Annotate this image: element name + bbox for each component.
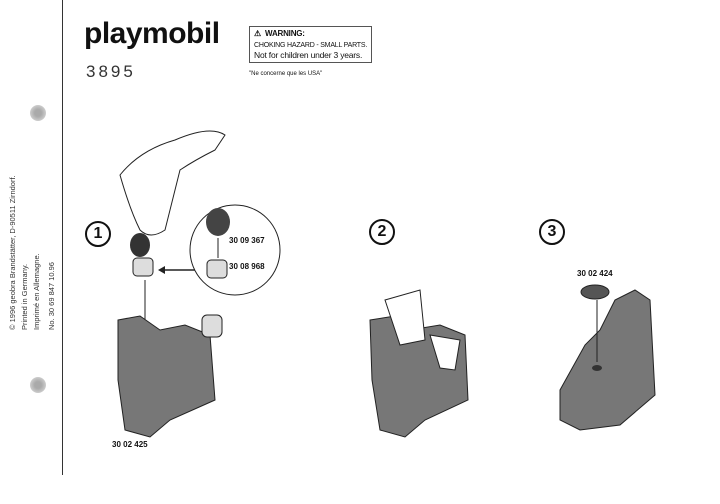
cap-part-detail: [206, 208, 230, 236]
mount-part-detail: [206, 259, 228, 279]
margin-line: [62, 0, 63, 475]
rock-piece-1: [117, 315, 216, 438]
part-number: 30 08 968: [229, 262, 265, 271]
set-number: 3895: [86, 62, 136, 81]
socket-hole: [592, 365, 602, 371]
cap-part: [130, 233, 150, 257]
playmobil-logo: playmobil: [84, 17, 220, 50]
cap-part-step3: [580, 284, 610, 300]
step-2-number: 2: [369, 219, 395, 245]
warning-box: ⚠ WARNING: CHOKING HAZARD - SMALL PARTS.…: [249, 26, 373, 63]
rock-assembled: [559, 289, 656, 431]
warning-line1: CHOKING HAZARD - SMALL PARTS.: [254, 42, 368, 49]
punch-hole: [30, 105, 46, 121]
rotation-arrows: [384, 289, 461, 371]
mount-part-loose: [201, 314, 223, 338]
punch-hole: [30, 377, 46, 393]
warning-title: ⚠ WARNING:: [254, 29, 305, 38]
part-number: 30 02 425: [112, 440, 148, 449]
detail-circle: [189, 204, 281, 296]
step-1-number: 1: [85, 221, 111, 247]
part-number: 30 09 367: [229, 236, 265, 245]
step-3-number: 3: [539, 219, 565, 245]
warning-line2: Not for children under 3 years.: [254, 50, 363, 60]
arrow-head: [158, 266, 165, 274]
warning-title-text: WARNING:: [265, 29, 305, 38]
hand-illustration: [119, 130, 226, 236]
part-number: 30 02 424: [577, 269, 613, 278]
usa-note: "Ne concerne que les USA": [249, 71, 323, 77]
mount-part: [132, 257, 154, 277]
